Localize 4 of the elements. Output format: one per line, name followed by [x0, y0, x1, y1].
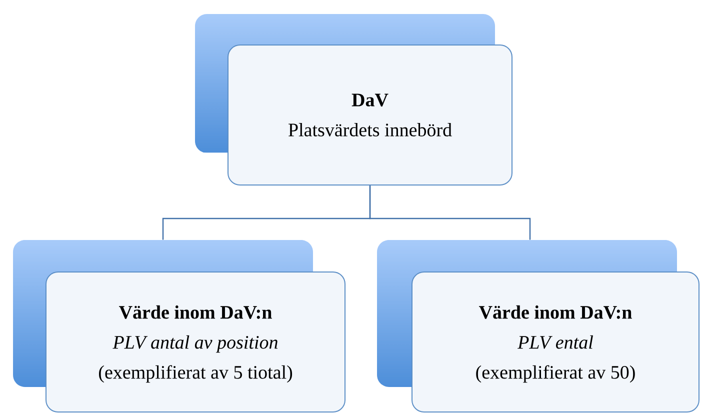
text-box: Värde inom DaV:n PLV antal av position (exemplifierat av 5 tiotal) [46, 272, 346, 412]
text-box: Värde inom DaV:n PLV ental (exemplifierat av 50) [412, 272, 700, 412]
text-box: DaV Platsvärdets innebörd [228, 44, 512, 186]
connector-line [369, 186, 531, 240]
